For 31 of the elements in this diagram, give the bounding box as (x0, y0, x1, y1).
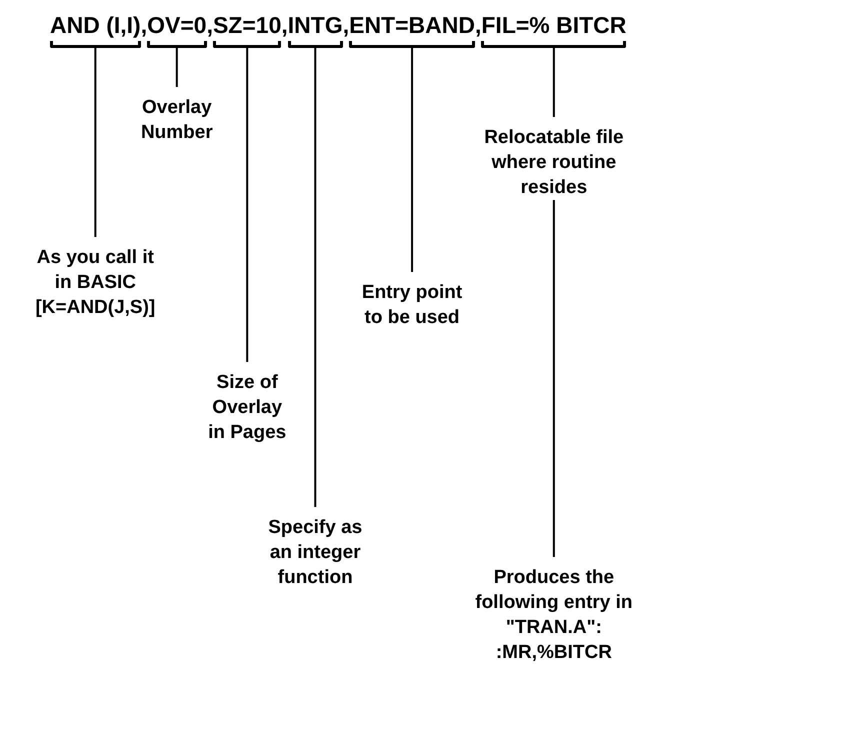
code-segment (288, 14, 343, 48)
annotation-text: Size of Overlay in Pages (207, 371, 288, 445)
annotation-text: Specify as an integer function (267, 516, 364, 590)
code-text: AND (I,I) (50, 14, 141, 37)
annotation-text: Entry point to be used (360, 281, 464, 330)
code-segment (349, 14, 475, 48)
comma: , (474, 14, 482, 37)
code-segment (147, 14, 207, 48)
code-text: SZ=10 (212, 14, 282, 37)
comma: , (342, 14, 350, 37)
annotation-text: Produces the following entry in "TRAN.A": :MR,%BITCR (474, 566, 634, 665)
annotation-text: Overlay Number (140, 96, 214, 145)
leader-line (94, 48, 96, 237)
code-text: INTG (288, 14, 343, 37)
leader-line (246, 48, 248, 362)
comma: , (281, 14, 288, 37)
leader-line (314, 48, 316, 507)
annotation-text: As you call it in BASIC [K=AND(J,S)] (34, 246, 156, 320)
code-text: FIL=% BITCR (481, 14, 626, 37)
code-segment (481, 14, 626, 48)
code-segment (50, 14, 141, 48)
code-segment (212, 14, 282, 48)
leader-line (552, 48, 555, 117)
leader-line (411, 48, 414, 272)
comma: , (140, 14, 148, 37)
comma: , (206, 14, 213, 37)
code-text: ENT=BAND (349, 14, 475, 37)
code-text: OV=0 (147, 14, 207, 37)
annotation-text: Relocatable file where routine resides (483, 126, 625, 200)
leader-line (552, 200, 555, 557)
leader-line (176, 48, 178, 87)
